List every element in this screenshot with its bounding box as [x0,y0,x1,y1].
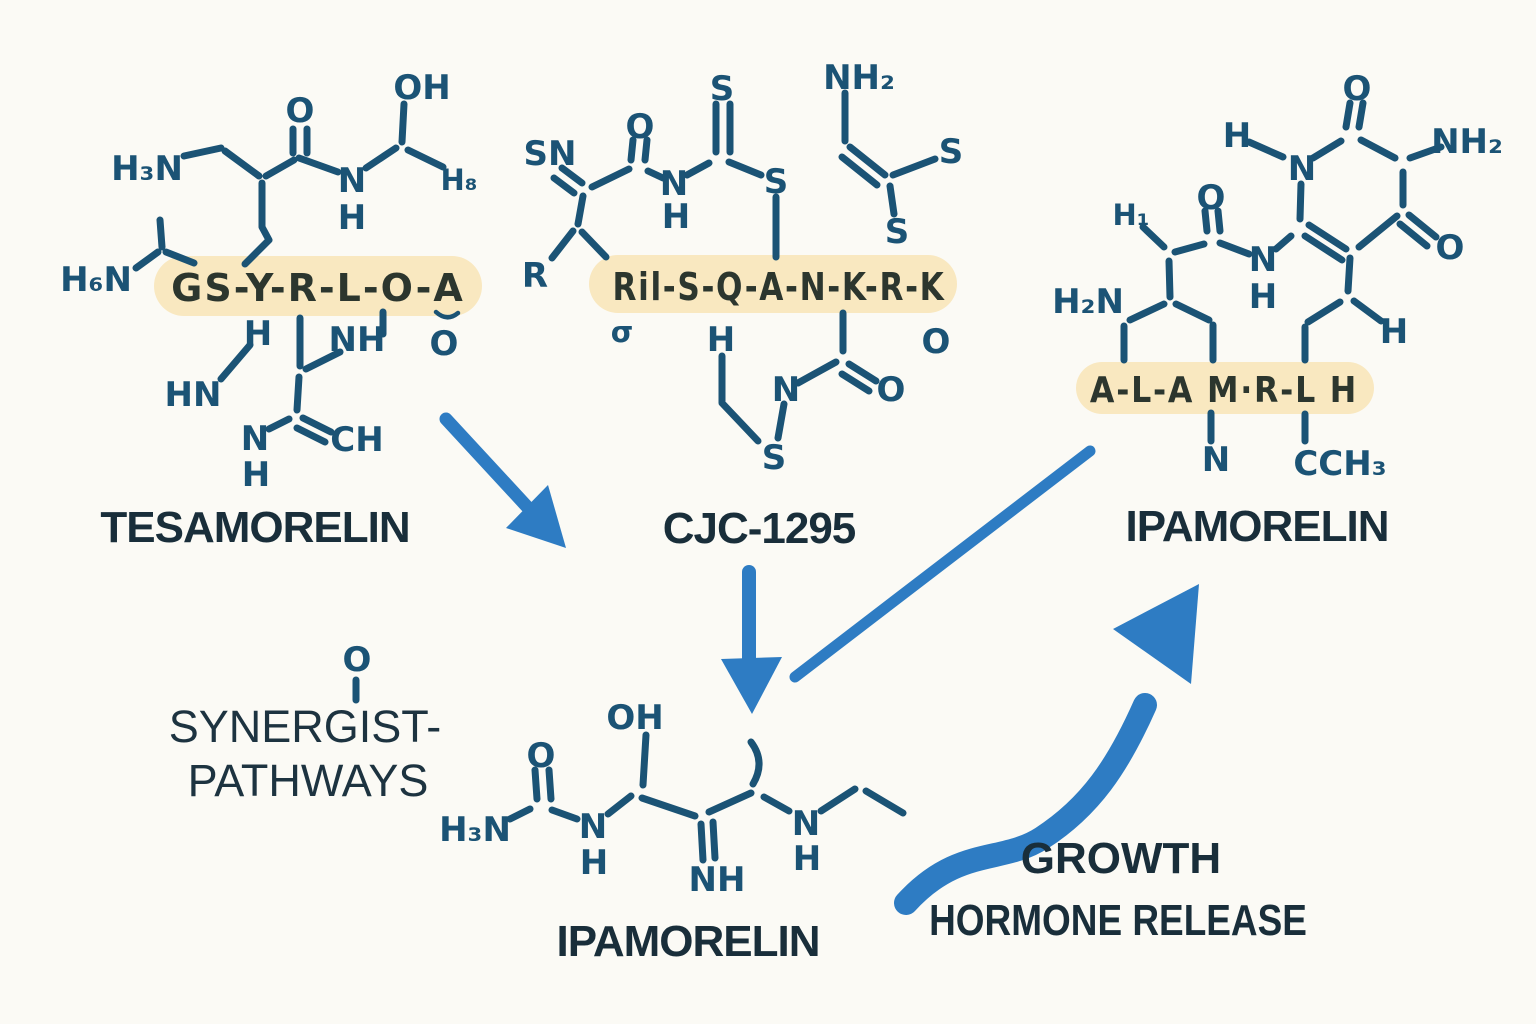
growth-swoosh-arrow-shaft [894,693,1157,915]
ipamorelin-top-structure: O H N NH₂ O H₁ O N H H₂N H N CCH₃ A-L-A … [1052,69,1503,551]
arrows [439,412,1199,915]
tesamorelin-sequence-text: GS-Y-R-L-O-A [171,266,465,310]
atom-label: H [244,314,272,354]
atom-label: N [792,804,820,844]
atom-label: N [1288,149,1316,189]
arrow-cjc-down-head [721,657,782,714]
tesamorelin-squiggle [433,309,461,320]
growth-line2: HORMONE RELEASE [929,895,1307,945]
atom-label: N [1249,240,1277,280]
ipamorelin-top-name-label: IPAMORELIN [1126,502,1389,551]
atom-label: H₆N [60,260,132,300]
ipamorelin-bottom-paren [747,738,763,788]
tesamorelin-name-label: TESAMORELIN [100,503,409,552]
atom-label: S [764,162,789,202]
atom-label: H [662,197,690,237]
cjc1295-bonds [548,89,939,445]
atom-label: N [338,161,366,201]
atom-label: H₂N [1052,282,1124,322]
synergist-o-glyph: O [343,640,372,680]
atom-label: O [1343,69,1372,109]
atom-label: O [1436,228,1465,268]
atom-label: H₁ [1113,198,1150,232]
atom-label: σ [611,315,634,349]
tesamorelin-sequence-highlight [154,256,482,316]
tesamorelin-atom-labels: O OH H₃N N H H₈ H₆N H NH O HN N H CH [60,68,477,495]
atom-label: SN [524,134,577,174]
ipamorelin-top-bonds [1120,99,1445,445]
line-ipamorelin-to-center [789,445,1096,683]
ipamorelin-bottom-structure: OH O H₃N N H NH N H IPAMORELIN [439,698,907,966]
atom-label: O [626,107,655,147]
growth-swoosh-arrow-head [1113,584,1199,684]
ipamorelin-bottom-name-label: IPAMORELIN [557,917,820,966]
synergist-annotation: O SYNERGIST- PATHWAYS [169,640,442,806]
tesamorelin-bonds [132,100,447,446]
atom-label: NH [329,320,386,360]
atom-label: NH [689,860,746,900]
growth-line1: GROWTH [1021,834,1221,883]
atom-label: H [793,839,821,879]
atom-label: H₃N [439,810,511,850]
sequence-highlights [154,255,1374,414]
atom-label: OH [393,68,450,108]
atom-label: O [1197,178,1226,218]
cjc1295-atom-labels: SN O N H S S NH₂ S S R σ H N S O O [522,58,963,478]
synergist-line1: SYNERGIST- [169,701,442,752]
atom-label: O [430,324,459,364]
tesamorelin-structure: O OH H₃N N H H₈ H₆N H NH O HN N H CH GS-… [60,68,477,552]
growth-line2-group: HORMONE RELEASE [929,895,1307,945]
atom-label: O [922,322,951,362]
atom-label: S [885,212,910,252]
atom-label: H [242,455,270,495]
atom-label: H [338,198,366,238]
cjc1295-sequence-text-group: Ril-S-Q-A-N-K-R-K [613,266,946,310]
atom-label: O [286,91,315,131]
atom-label: S [762,438,787,478]
ipamorelin-sequence-text: A-L-A M·R-L H [1090,369,1358,410]
atom-label: H [1223,116,1251,156]
atom-label: NH₂ [823,58,895,98]
atom-label: N [660,164,688,204]
atom-label: CH [330,420,383,460]
atom-label: N [241,419,269,459]
atom-label: O [527,736,556,776]
growth-hormone-annotation: GROWTH HORMONE RELEASE [929,834,1307,945]
cjc1295-sequence-highlight [589,255,957,313]
atom-label: H [580,843,608,883]
ipamorelin-bottom-atom-labels: OH O H₃N N H NH N H [439,698,821,900]
arrow-tesamorelin-to-cjc-shaft [439,412,538,518]
atom-label: H [1249,277,1277,317]
atom-label: H₃N [111,149,183,189]
atom-label: N [579,807,607,847]
atom-label: R [522,256,548,296]
ipamorelin-sequence-text-group: A-L-A M·R-L H [1090,369,1358,410]
atom-label: O [877,370,906,410]
atom-label: CCH₃ [1293,444,1386,484]
cjc1295-structure: SN O N H S S NH₂ S S R σ H N S O O Ril-S… [522,58,963,553]
atom-label: H [707,320,735,360]
ipamorelin-bottom-bonds [506,731,907,864]
atom-label: H₈ [441,163,478,197]
ipamorelin-top-atom-labels: O H N NH₂ O H₁ O N H H₂N H N CCH₃ [1052,69,1503,484]
atom-label: OH [606,698,663,738]
atom-label: S [939,132,964,172]
synergist-line2: PATHWAYS [188,755,429,806]
atom-label: S [710,69,735,109]
cjc1295-name-label: CJC-1295 [663,504,856,553]
atom-label: N [1202,440,1230,480]
atom-label: NH₂ [1431,122,1503,162]
cjc1295-sequence-text: Ril-S-Q-A-N-K-R-K [613,266,946,310]
atom-label: H [1380,312,1408,352]
atom-label: N [772,370,800,410]
ipamorelin-sequence-highlight [1076,362,1374,414]
atom-label: HN [165,375,222,415]
arrow-tesamorelin-to-cjc-head [506,485,566,548]
